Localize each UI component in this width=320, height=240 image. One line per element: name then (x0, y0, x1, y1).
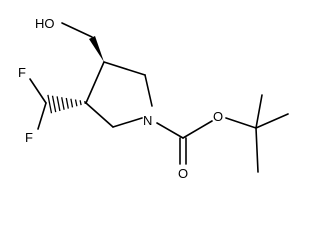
bond-c-f-top (29, 78, 47, 104)
bond-tbu-methyl-top (255, 94, 263, 129)
bond-carbonyl-ester-o (182, 120, 213, 139)
bond-tbu-methyl-right (255, 113, 289, 129)
ring-bond-c2-c3 (103, 61, 146, 76)
hashed-bond-chf2 (47, 94, 86, 114)
bond-ester-o-tbu (225, 117, 257, 129)
nitrogen-label: N (143, 113, 152, 128)
ring-bond-c3-c4 (85, 61, 105, 104)
carbonyl-oxygen-label: O (178, 166, 188, 181)
ring-bond-n-c2 (144, 74, 153, 107)
ring-bond-c5-n (112, 117, 143, 128)
fluorine-label-top: F (18, 65, 26, 80)
bond-n-carbonyl (156, 122, 184, 139)
molecule-structure: HO F F N O O (18, 16, 289, 181)
hydroxyl-label: HO (35, 16, 55, 31)
bond-tbu-methyl-bottom (255, 127, 259, 173)
wedge-bond-ch2oh (89, 36, 104, 62)
bond-ch2-oh (61, 22, 93, 38)
ester-oxygen-label: O (213, 109, 223, 124)
ring-bond-c4-c5 (85, 102, 114, 128)
bond-c-f-bottom (37, 102, 47, 130)
fluorine-label-bottom: F (25, 130, 33, 145)
